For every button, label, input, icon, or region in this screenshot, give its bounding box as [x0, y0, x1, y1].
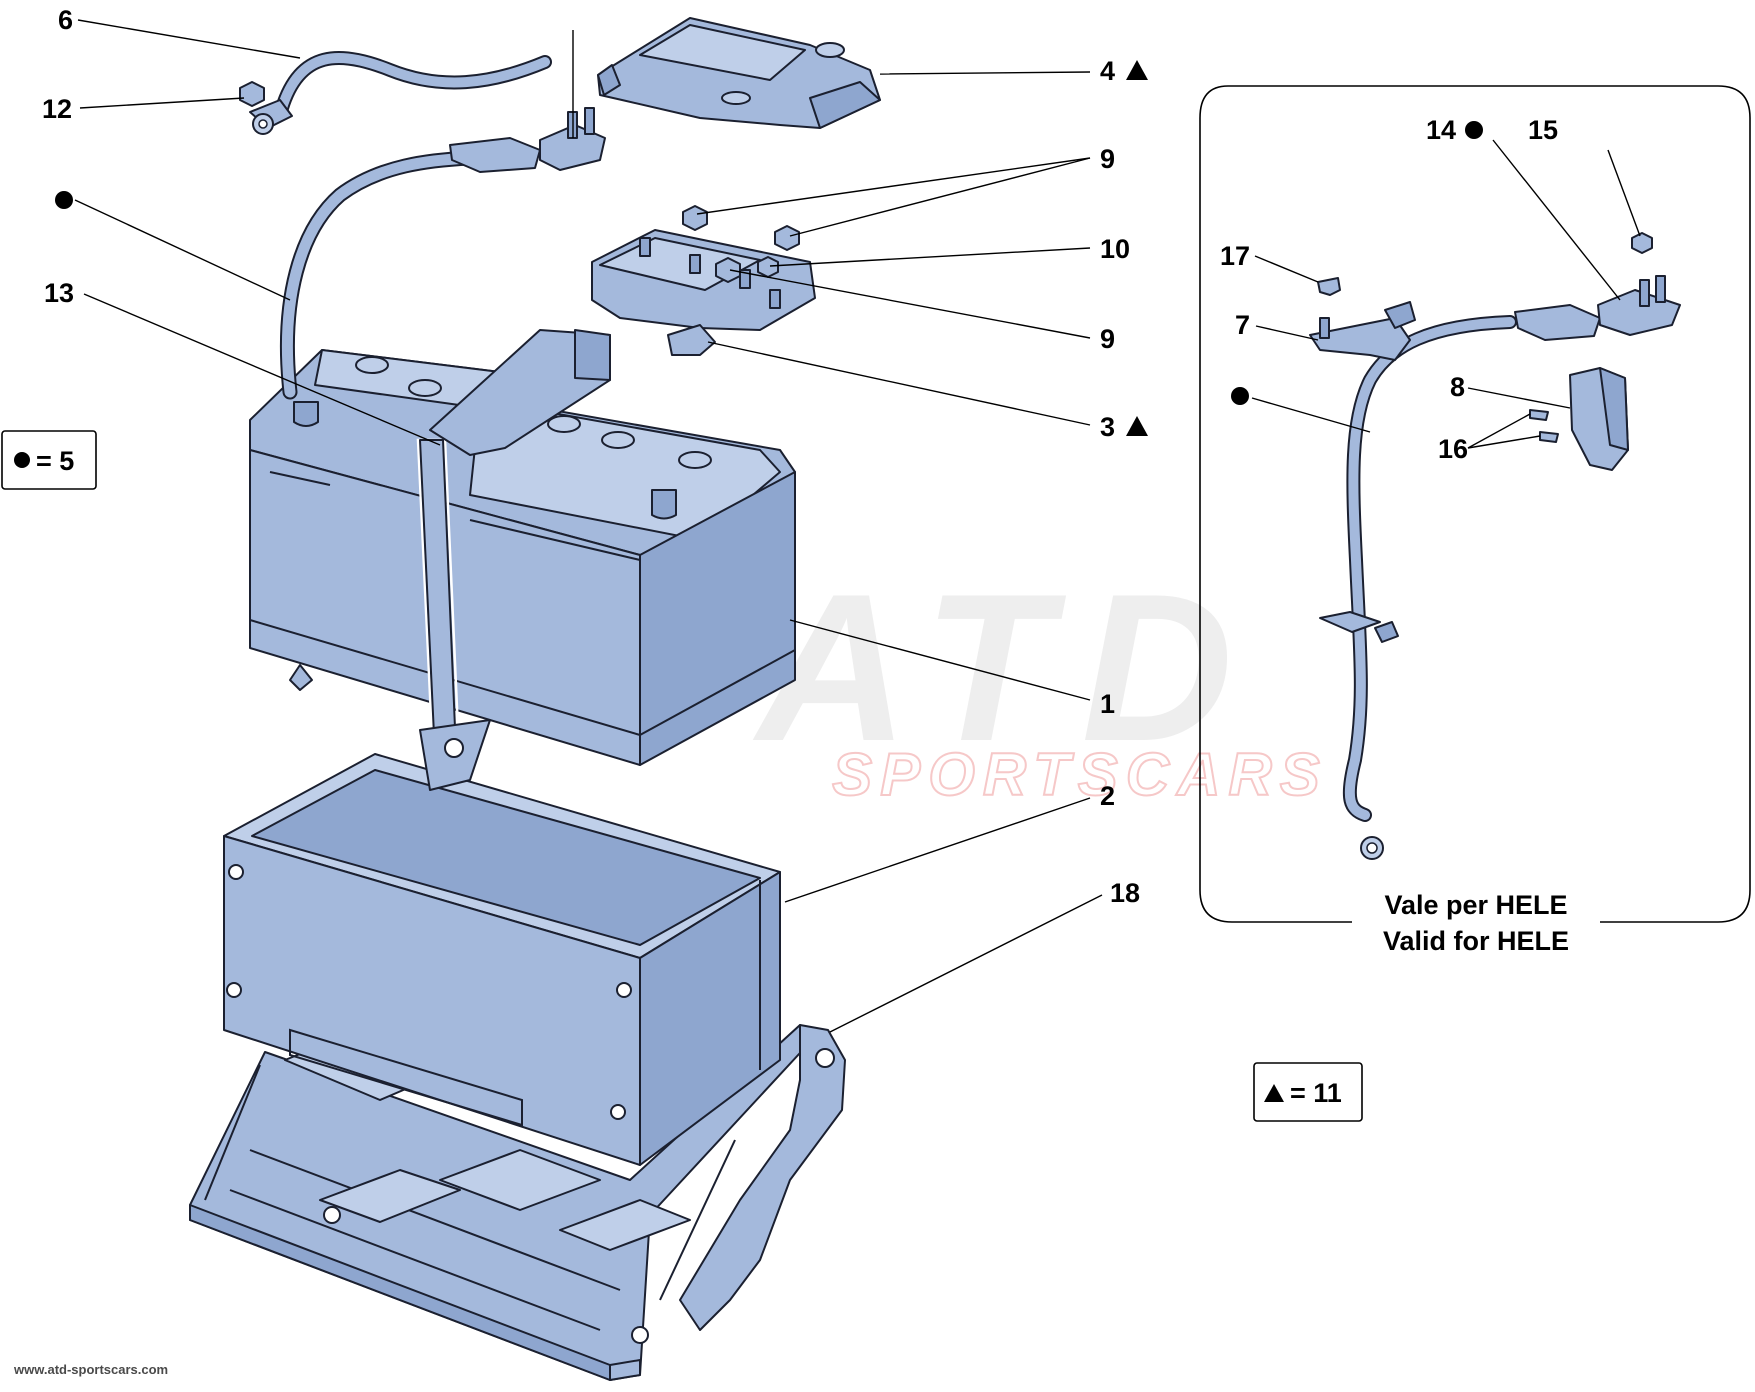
- inset-screws-16: [1529, 409, 1559, 443]
- callout-9-top: 9: [1100, 144, 1115, 174]
- nut-10: [757, 256, 779, 278]
- watermark: ATD SPORTSCARS: [752, 550, 1328, 809]
- callout-7: 7: [1235, 310, 1250, 340]
- callout-17: 17: [1220, 241, 1250, 271]
- positive-cable: [280, 107, 606, 400]
- legend-dot-value: = 5: [36, 446, 74, 476]
- nut-12: [239, 81, 265, 107]
- callout-dot-5: [55, 191, 73, 209]
- watermark-logo: ATD: [752, 550, 1263, 785]
- legend-triangle-box: = 11: [1253, 1062, 1363, 1122]
- inset-bracket-8: [1569, 367, 1629, 471]
- fuse-carrier: [591, 229, 816, 356]
- callout-4-triangle: [1126, 60, 1148, 80]
- watermark-subtext: SPORTSCARS: [832, 741, 1328, 808]
- hold-down-strap: [416, 329, 611, 791]
- callout-16: 16: [1438, 434, 1468, 464]
- inset-frame: [1199, 85, 1751, 923]
- callout-3: 3: [1100, 412, 1115, 442]
- callout-15: 15: [1528, 115, 1558, 145]
- terminal-cover: [597, 17, 881, 129]
- triangle-symbol: [1264, 1084, 1284, 1102]
- callout-3-triangle: [1126, 416, 1148, 436]
- legend-dot-box: = 5: [1, 430, 97, 490]
- callout-inset-dot-5: [1231, 387, 1249, 405]
- battery-support-bracket: [189, 1024, 846, 1381]
- nut-9-top: [682, 205, 708, 231]
- dot-symbol: [14, 452, 30, 468]
- callout-10: 10: [1100, 234, 1130, 264]
- inset-caption-line1: Vale per HELE: [1384, 890, 1567, 920]
- callout-14: 14: [1426, 115, 1456, 145]
- inset-caption-line2: Valid for HELE: [1383, 926, 1569, 956]
- inset-nut-15: [1631, 232, 1653, 254]
- callout-4: 4: [1100, 56, 1115, 86]
- nut-9-lower: [715, 257, 741, 283]
- callout-6: 6: [58, 5, 73, 35]
- callout-1: 1: [1100, 689, 1115, 719]
- callout-13: 13: [44, 278, 74, 308]
- inset-negative-cable: [1319, 275, 1681, 860]
- leader-lines: [74, 19, 1641, 1033]
- callout-2: 2: [1100, 781, 1115, 811]
- callout-8: 8: [1450, 372, 1465, 402]
- legend-triangle-value: = 11: [1290, 1078, 1342, 1108]
- callout-labels: 6 12 13 4 9 10 9 3 1 2 18 14 15 17 7 8 1…: [42, 5, 1558, 908]
- earth-strap: [249, 50, 552, 135]
- callout-14-dot: [1465, 121, 1483, 139]
- battery-container: [223, 753, 781, 1166]
- footer-url: www.atd-sportscars.com: [14, 1362, 169, 1377]
- callout-9-lower: 9: [1100, 324, 1115, 354]
- callout-18: 18: [1110, 878, 1140, 908]
- nut-9-right: [774, 225, 800, 251]
- inset-clamp-7: [1309, 301, 1416, 361]
- callout-12: 12: [42, 94, 72, 124]
- inset-plug-17: [1317, 277, 1341, 296]
